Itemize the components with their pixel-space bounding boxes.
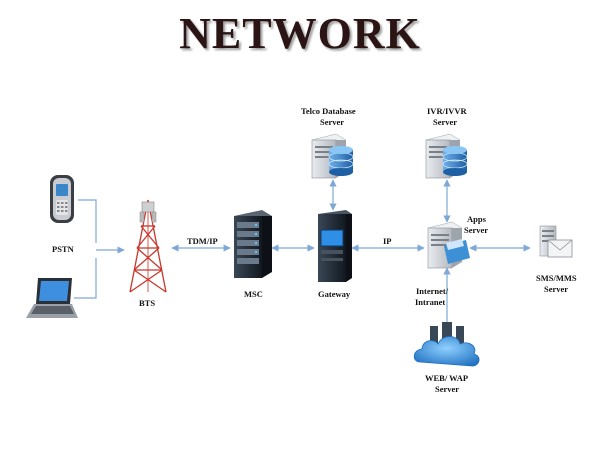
sms-mms-server-label-line1: SMS/MMS (536, 273, 577, 283)
web-wap-server-label-line2: Server (435, 384, 460, 394)
telco-database-server-label-line2: Server (320, 117, 345, 127)
telco-database-server-icon (311, 133, 354, 179)
ivr-ivvr-server-label-line1: IVR/IVVR (427, 106, 467, 116)
mobile-phone-icon (50, 175, 74, 223)
diagram-title: NETWORK (179, 9, 421, 58)
gateway-kiosk-icon (318, 210, 352, 282)
apps-server-label-line2: Server (464, 225, 489, 235)
bts-label: BTS (139, 298, 156, 308)
connectors (74, 179, 531, 331)
msc-label: MSC (244, 289, 263, 299)
internet-intranet-label-line1: Internet/ (416, 286, 449, 296)
ip-label: IP (383, 236, 392, 246)
apps-server-label-line1: Apps (467, 214, 486, 224)
connector-phone-pstn (78, 199, 97, 243)
msc-server-rack-icon (234, 210, 272, 278)
bts-tower-icon (129, 199, 167, 293)
ivr-ivvr-server-icon (425, 133, 468, 179)
ivr-ivvr-server-label-line2: Server (433, 117, 458, 127)
connector-laptop-pstn (74, 258, 97, 299)
sms-mms-server-label-line2: Server (544, 284, 569, 294)
web-wap-server-label-line1: WEB/ WAP (425, 373, 469, 383)
web-wap-server-cloud-icon (413, 322, 480, 367)
gateway-label: Gateway (318, 289, 351, 299)
telco-database-server-label-line1: Telco Database (301, 106, 356, 116)
laptop-icon (26, 278, 78, 318)
internet-intranet-label-line2: Intranet (415, 297, 446, 307)
tdm-ip-label: TDM/IP (187, 236, 218, 246)
pstn-label: PSTN (52, 244, 74, 254)
sms-mms-server-icon (539, 225, 573, 258)
apps-server-icon (427, 221, 470, 269)
